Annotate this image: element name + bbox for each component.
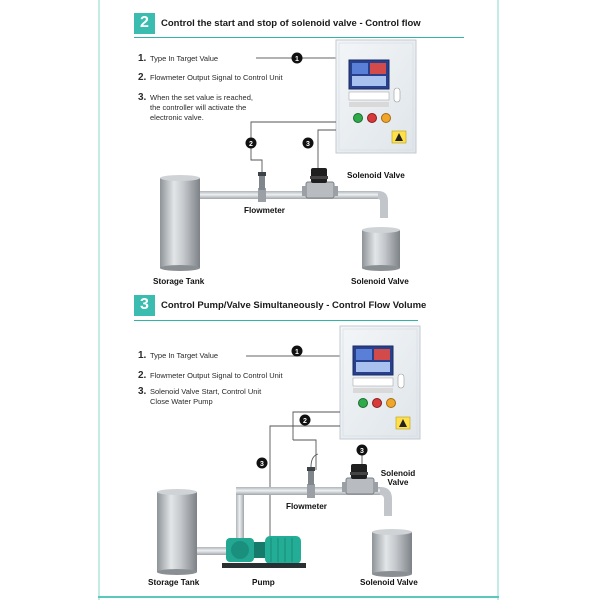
- section2-step-2: 2.Flowmeter Output Signal to Control Uni…: [138, 72, 283, 83]
- s2-solenoid-valve: [302, 168, 338, 199]
- s3-marker-3-pump: 3: [256, 457, 268, 469]
- s2-wire-valve: [317, 129, 336, 170]
- frame-right-border: [497, 0, 499, 600]
- s3-marker-2: 2: [299, 414, 311, 426]
- section2-step-1: 1.Type In Target Value: [138, 53, 219, 64]
- section3-step-3: 3. Solenoid Valve Start, Control Unit Cl…: [138, 386, 262, 407]
- svg-text:1: 1: [295, 349, 299, 356]
- s3-wire-flowmeter: [293, 439, 317, 470]
- s2-wire-flowmeter: [250, 121, 336, 178]
- section3-step-1: 1.Type In Target Value: [138, 350, 219, 361]
- s3-solenoid-valve: [342, 464, 378, 495]
- section3-step-2: 2.Flowmeter Output Signal to Control Uni…: [138, 370, 283, 381]
- s3-pump: [222, 536, 306, 568]
- svg-text:3: 3: [306, 141, 310, 148]
- s2-label-flowmeter: Flowmeter: [244, 206, 285, 215]
- section2-header: 2 Control the start and stop of solenoid…: [134, 12, 421, 34]
- s2-right-tank: [362, 227, 400, 271]
- section2-badge: 2: [134, 12, 155, 34]
- s3-label-storage-tank: Storage Tank: [148, 578, 200, 587]
- section3-header: 3 Control Pump/Valve Simultaneously - Co…: [134, 294, 426, 316]
- s2-marker-1: 1: [291, 52, 303, 64]
- frame-left-border: [98, 0, 100, 600]
- s2-label-right-tank: Solenoid Valve: [351, 277, 409, 286]
- section3-title: Control Pump/Valve Simultaneously - Cont…: [161, 299, 427, 311]
- s2-label-storage-tank: Storage Tank: [153, 277, 205, 286]
- s3-storage-tank: [157, 489, 197, 575]
- frame-bottom-border: [98, 596, 499, 598]
- svg-text:1: 1: [295, 56, 299, 63]
- s3-flowmeter-sensor: [307, 453, 319, 485]
- s2-flowmeter-sensor: [258, 172, 266, 190]
- section2-step-3: 3. When the set value is reached, the co…: [138, 92, 253, 123]
- s2-control-panel: [335, 39, 417, 154]
- s2-label-solenoid-valve: Solenoid Valve: [347, 171, 405, 180]
- s3-wire-a: [292, 411, 340, 440]
- s2-storage-tank: [160, 175, 200, 271]
- svg-text:3: 3: [260, 461, 264, 468]
- s3-label-flowmeter: Flowmeter: [286, 502, 327, 511]
- s3-pipes: [197, 484, 392, 555]
- section2-divider: [134, 37, 464, 38]
- s3-marker-3-valve: 3: [356, 444, 368, 456]
- s2-marker-2: 2: [245, 137, 257, 149]
- s3-label-right-tank: Solenoid Valve: [360, 578, 418, 587]
- s3-label-pump: Pump: [252, 578, 275, 587]
- section3-badge: 3: [134, 294, 155, 316]
- s3-marker-1: 1: [291, 345, 303, 357]
- section3-divider: [134, 320, 418, 321]
- s2-marker-3: 3: [302, 137, 314, 149]
- s3-wire-pump: [269, 425, 340, 545]
- section2-title: Control the start and stop of solenoid v…: [161, 17, 421, 29]
- s2-pipe: [200, 188, 388, 218]
- s3-right-tank: [372, 529, 412, 577]
- s3-control-panel: [339, 325, 421, 440]
- svg-text:2: 2: [303, 418, 307, 425]
- svg-text:2: 2: [249, 141, 253, 148]
- s3-label-solenoid-valve: Solenoid Valve: [380, 469, 416, 487]
- svg-text:3: 3: [360, 448, 364, 455]
